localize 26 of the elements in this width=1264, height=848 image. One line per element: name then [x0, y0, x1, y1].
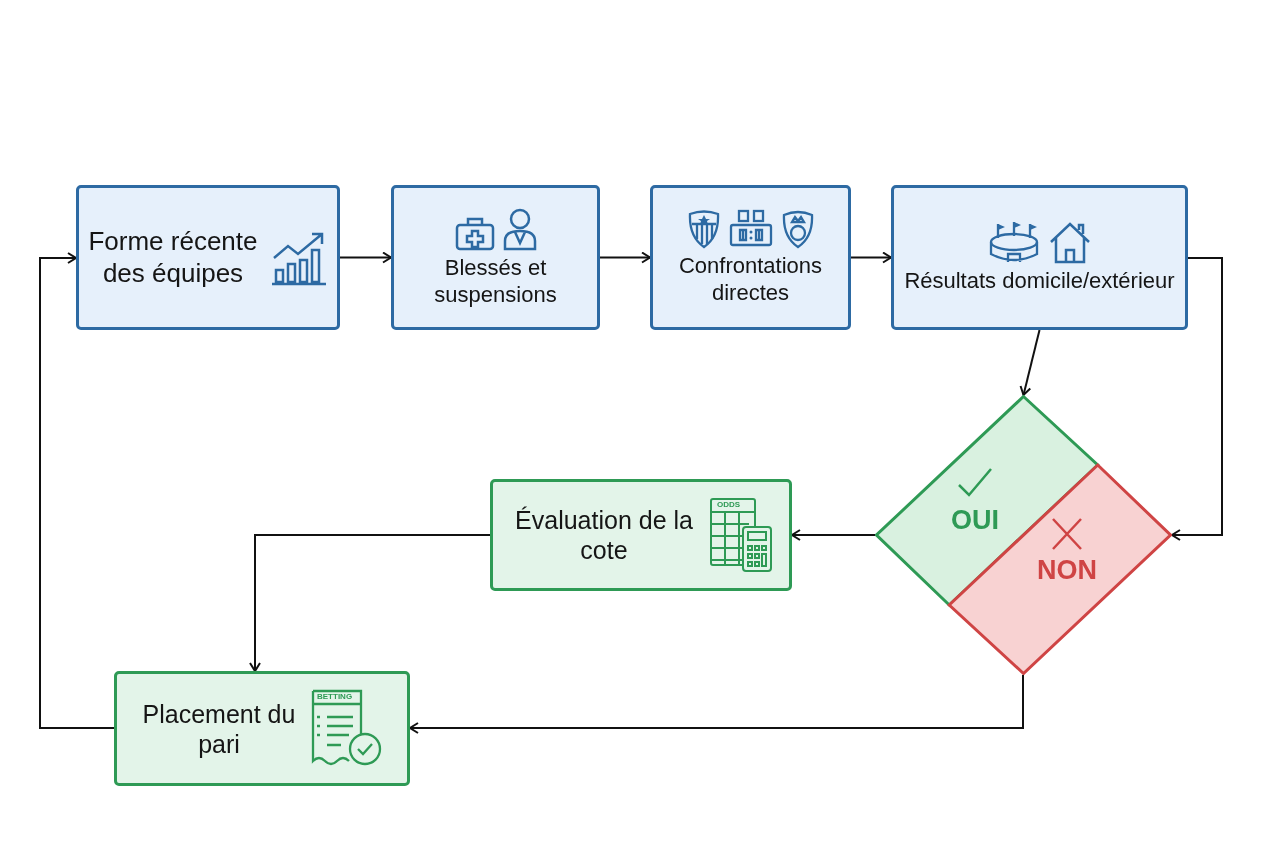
- process-box: [891, 185, 1188, 330]
- icon-caption: ODDS: [717, 500, 741, 509]
- arrow: [850, 251, 892, 264]
- process-box: [490, 479, 792, 591]
- process-box: [76, 185, 340, 330]
- arrow: [39, 252, 115, 729]
- arrow: [599, 251, 651, 264]
- decision-label: OUI: [950, 505, 1000, 535]
- process-box: [114, 671, 410, 786]
- node-label: Placement du pari: [141, 698, 297, 759]
- arrow: [1171, 257, 1223, 541]
- arrow: [249, 534, 491, 672]
- node-label: Confrontations directes: [677, 253, 824, 306]
- process-box: [391, 185, 600, 330]
- arrow: [409, 674, 1024, 734]
- node-label: Évaluation de la cote: [514, 505, 694, 565]
- process-box: [650, 185, 851, 330]
- arrow: [791, 529, 876, 541]
- decision-diamond: [875, 395, 1172, 675]
- node-label: Résultats domicile/extérieur: [904, 268, 1175, 295]
- arrow: [339, 251, 392, 264]
- icon-caption: BETTING: [317, 691, 353, 701]
- node-label: Forme récente des équipes: [88, 226, 258, 289]
- decision-label: NON: [1036, 555, 1098, 585]
- node-label: Blessés et suspensions: [433, 255, 558, 308]
- arrow: [1019, 329, 1041, 396]
